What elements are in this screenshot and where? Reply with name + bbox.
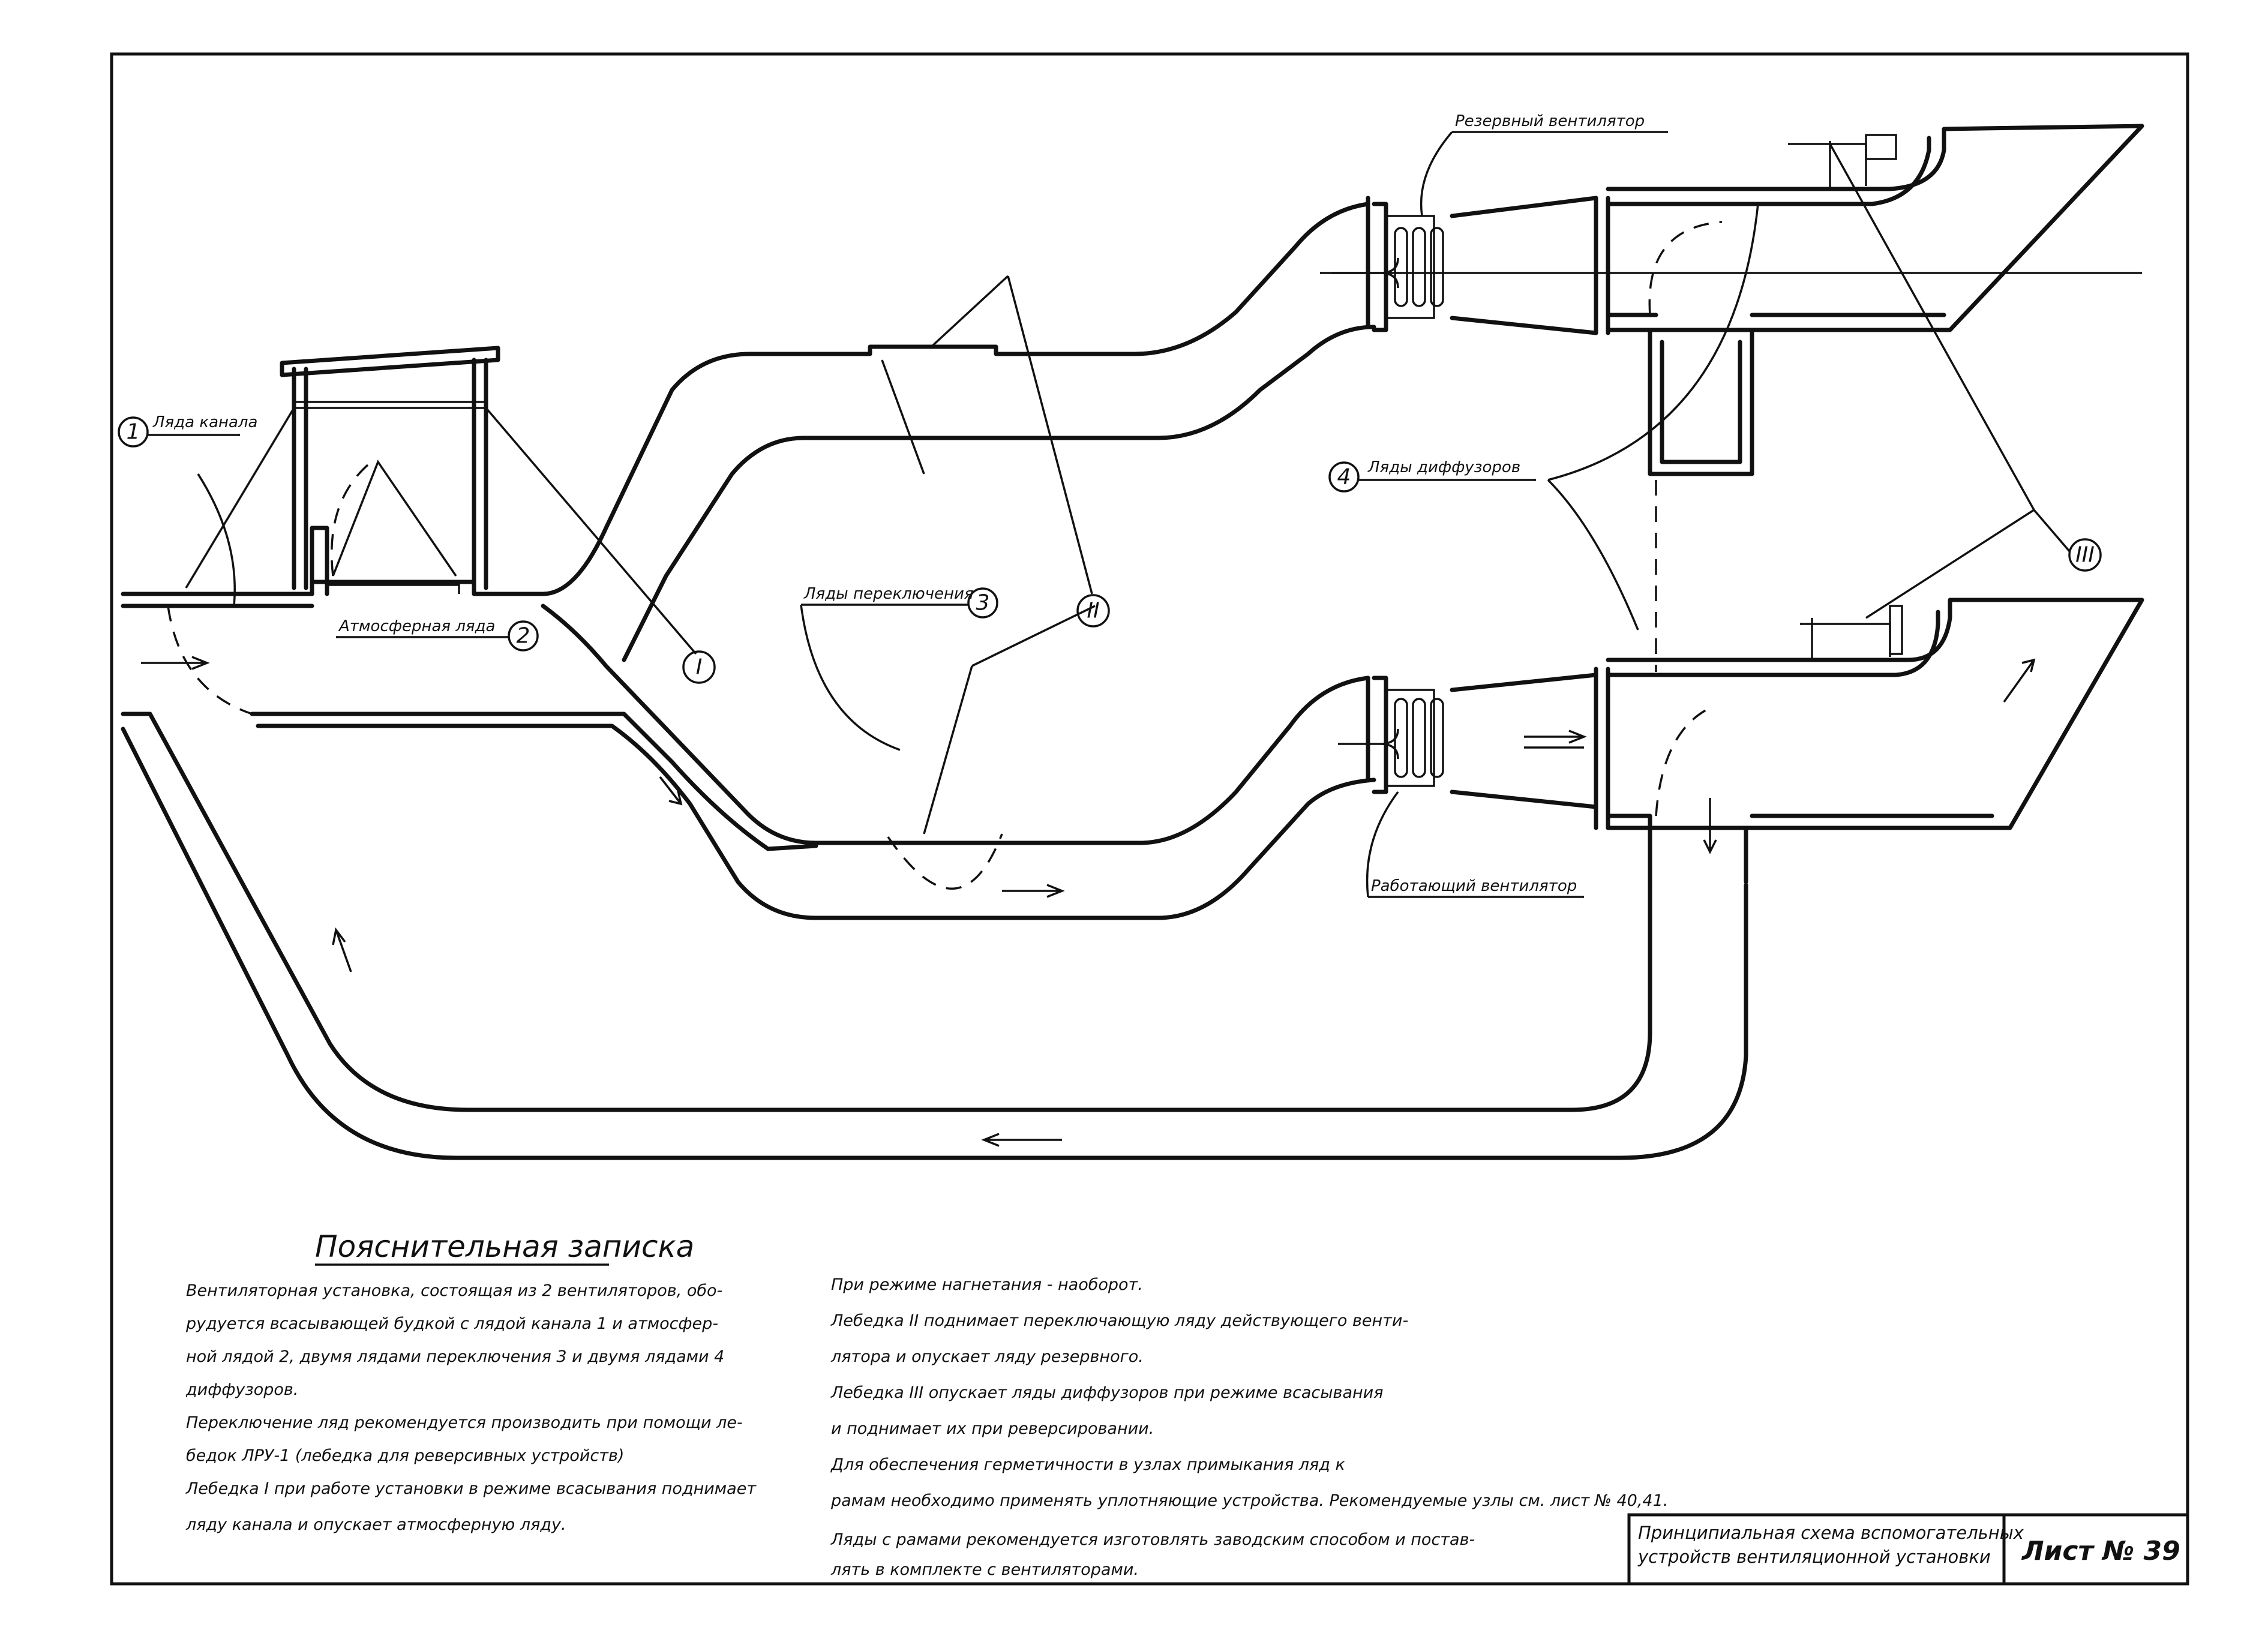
- note-right-line: Для обеспечения герметичности в узлах пр…: [830, 1455, 1346, 1474]
- diffuser-damper-lower-arc: [1655, 707, 1711, 816]
- switch-damper-lower-arc: [887, 833, 1003, 890]
- winch-1-marker: I: [696, 655, 703, 680]
- winch-2-circle: [1076, 594, 1110, 628]
- label-atmospheric-damper: Атмосферная ляда: [338, 617, 495, 635]
- switch-damper-upper-leaf: [881, 359, 925, 475]
- suction-booth: [280, 346, 500, 596]
- arrow-icon: [332, 927, 352, 972]
- working-fan-unit: [1338, 598, 2144, 884]
- duct-system: [121, 124, 2144, 1160]
- note-left-line: Переключение ляд рекомендуется производи…: [186, 1413, 743, 1432]
- flow-arrows: [141, 656, 2036, 1147]
- title-block: Принципиальная схема вспомогательных уст…: [1627, 1513, 2189, 1586]
- title-block-line2: устройств вентиляционной установки: [1637, 1547, 1991, 1567]
- winch-3-circle: [2068, 538, 2102, 572]
- atmospheric-damper-leaf: [332, 460, 457, 577]
- note-left-line: диффузоров.: [185, 1380, 298, 1399]
- title-block-line1: Принципиальная схема вспомогательных: [1638, 1523, 2024, 1543]
- return-duct-outer: [121, 727, 1748, 1160]
- note-right-column: При режиме нагнетания - наоборот. Лебедк…: [830, 1275, 1668, 1579]
- return-duct-inner: [148, 712, 1652, 1112]
- note-left-line: рудуется всасывающей будкой с лядой кана…: [185, 1314, 718, 1333]
- lower-branch-top-wall: [250, 712, 818, 851]
- label-reserve-fan: Резервный вентилятор: [1455, 112, 1645, 130]
- intake-channel-top: [121, 580, 518, 596]
- note-left-line: ной лядой 2, двумя лядами переключения 3…: [186, 1347, 724, 1366]
- winch-3-marker: III: [2075, 543, 2095, 568]
- note-left-line: бедок ЛРУ-1 (лебедка для реверсивных уст…: [186, 1446, 624, 1465]
- note-left-column: Вентиляторная установка, состоящая из 2 …: [185, 1281, 757, 1534]
- note-right-line: Ляды с рамами рекомендуется изготовлять …: [830, 1530, 1475, 1549]
- winch-1-cables: [185, 407, 697, 655]
- marker-2-circle: [508, 620, 539, 652]
- note-right-line: Лебедка III опускает ляды диффузоров при…: [830, 1383, 1383, 1402]
- marker-1-circle: [118, 416, 149, 448]
- upper-branch-outer: [496, 196, 1370, 596]
- reserve-fan-unit: [1320, 124, 2144, 476]
- marker-3: 3: [976, 591, 990, 616]
- note-right-line: лять в комплекте с вентиляторами.: [830, 1560, 1139, 1579]
- arrow-icon: [659, 776, 683, 806]
- winch-1-circle: [682, 650, 716, 684]
- winch-cables: [185, 143, 2071, 834]
- marker-3-circle: [967, 587, 998, 619]
- winch-2-marker: II: [1087, 599, 1099, 623]
- marker-4-circle: [1328, 461, 1360, 493]
- leader-lines: [197, 203, 1759, 631]
- note-right-line: и поднимает их при реверсировании.: [831, 1419, 1154, 1438]
- note-right-line: рамам необходимо применять уплотняющие у…: [830, 1491, 1668, 1510]
- arrow-icon: [981, 1133, 1062, 1147]
- marker-1: 1: [127, 420, 140, 445]
- dampers: [167, 221, 1723, 890]
- arrow-icon: [2003, 658, 2036, 703]
- sheet-frame: [110, 52, 2189, 1586]
- arrow-icon: [1524, 730, 1587, 749]
- arrow-icon: [1703, 798, 1717, 854]
- note-right-line: Лебедка II поднимает переключающую ляду …: [830, 1311, 1408, 1330]
- diffuser-damper-upper-arc: [1648, 221, 1723, 316]
- note-left-line: Лебедка I при работе установки в режиме …: [185, 1479, 757, 1498]
- upper-branch-inner: [622, 325, 1376, 662]
- winch-2-cables: [923, 275, 1096, 834]
- arrow-icon: [1002, 884, 1065, 898]
- note-left-line: ляду канала и опускает атмосферную ляду.: [185, 1515, 566, 1534]
- note-right-line: лятора и опускает ляду резервного.: [830, 1347, 1144, 1366]
- note-title: Пояснительная записка: [315, 1229, 694, 1264]
- label-channel-damper: Ляда канала: [152, 413, 257, 431]
- explanatory-note: Пояснительная записка Вентиляторная уста…: [185, 1229, 1668, 1579]
- lower-branch-inner: [541, 604, 1370, 845]
- callouts: 1 Ляда канала 2 Атмосферная ляда 3 Ляды …: [118, 112, 2102, 898]
- sheet-number: Лист № 39: [2021, 1536, 2180, 1566]
- lower-branch-outer: [256, 724, 1376, 920]
- marker-2: 2: [517, 624, 530, 649]
- sheet-number-frame: [2002, 1513, 2189, 1586]
- winch-3-cables: [1829, 143, 2071, 619]
- note-left-line: Вентиляторная установка, состоящая из 2 …: [186, 1281, 722, 1300]
- channel-damper-arc: [167, 605, 253, 715]
- label-switch-dampers: Ляды переключения: [803, 585, 974, 603]
- arrow-icon: [141, 656, 210, 670]
- atmospheric-damper-arc: [331, 458, 376, 577]
- marker-4: 4: [1337, 465, 1351, 490]
- label-working-fan: Работающий вентилятор: [1371, 877, 1577, 895]
- label-diffuser-dampers: Ляды диффузоров: [1367, 458, 1520, 476]
- note-right-line: При режиме нагнетания - наоборот.: [831, 1275, 1143, 1294]
